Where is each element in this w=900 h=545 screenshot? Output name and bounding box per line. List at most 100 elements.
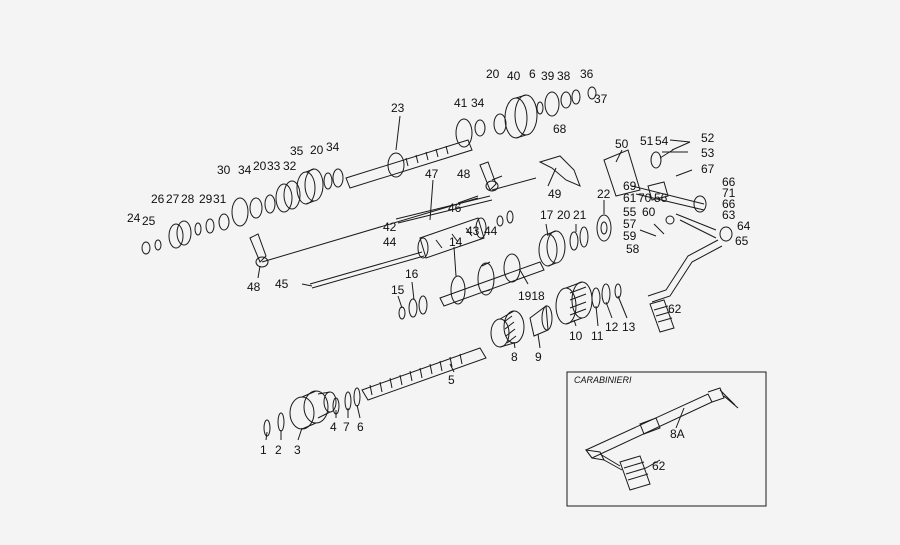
callout-66a: 66 [722, 175, 736, 189]
callout-67: 67 [701, 162, 715, 176]
callout-6b: 6 [529, 67, 536, 81]
callout-44a: 44 [484, 224, 498, 238]
gear-35 [296, 168, 324, 205]
selector-drum [417, 210, 514, 259]
callout-24: 24 [127, 211, 141, 225]
callout-1918: 1918 [518, 289, 545, 303]
synchro-cone-9 [529, 305, 553, 337]
callout-34a: 34 [238, 163, 252, 177]
callout-10: 10 [569, 329, 583, 343]
shift-fork-48-left [249, 233, 269, 268]
gear-lever-62 [647, 239, 723, 333]
callout-39: 39 [541, 69, 555, 83]
callout-16: 16 [405, 267, 419, 281]
callout-38: 38 [557, 69, 571, 83]
callout-7: 7 [343, 420, 350, 434]
callout-13: 13 [622, 320, 636, 334]
gear-8 [490, 310, 525, 348]
callout-46: 46 [448, 201, 462, 215]
callout-58: 58 [626, 242, 640, 256]
callout-3: 3 [294, 443, 301, 457]
callout-56: 56 [654, 191, 668, 205]
callout-2: 2 [275, 443, 282, 457]
callout-43: 43 [466, 224, 480, 238]
callout-40: 40 [507, 69, 521, 83]
callout-33: 33 [267, 159, 281, 173]
shift-mechanism [603, 141, 733, 242]
gear-group-30 [231, 180, 301, 227]
callout-34b: 34 [326, 140, 340, 154]
callout-26: 26 [151, 192, 165, 206]
callout-65: 65 [735, 234, 749, 248]
callout-20d: 20 [486, 67, 500, 81]
callout-27: 27 [166, 192, 180, 206]
bearings-20-22 [569, 214, 612, 251]
shift-fork-49 [538, 155, 581, 187]
callout-28: 28 [181, 192, 195, 206]
callout-21: 21 [573, 208, 587, 222]
callout-34c: 34 [471, 96, 485, 110]
callout-62: 62 [668, 302, 682, 316]
callout-15: 15 [391, 283, 405, 297]
callout-55: 55 [623, 205, 637, 219]
callout-4: 4 [330, 420, 337, 434]
callout-50: 50 [615, 137, 629, 151]
callout-59: 59 [623, 229, 637, 243]
bushes-20-34 [323, 168, 344, 190]
callout-57: 57 [623, 217, 637, 231]
main-shaft [361, 347, 487, 401]
callout-69: 69 [623, 179, 637, 193]
callout-35: 35 [290, 144, 304, 158]
callout-45: 45 [275, 277, 289, 291]
callout-14: 14 [449, 235, 463, 249]
callout-63: 63 [722, 208, 736, 222]
callout-48b: 48 [457, 167, 471, 181]
callout-60: 60 [642, 205, 656, 219]
layshaft-14 [439, 253, 545, 307]
callout-41: 41 [454, 96, 468, 110]
callout-70: 70 [638, 191, 652, 205]
gear-group-26 [168, 213, 230, 249]
washers-15-16 [398, 295, 428, 320]
callout-52: 52 [701, 131, 715, 145]
callout-49: 49 [548, 187, 562, 201]
inset-label-62: 62 [652, 459, 666, 473]
callout-12: 12 [605, 320, 619, 334]
callout-36: 36 [580, 67, 594, 81]
inset-title: CARABINIERI [574, 375, 632, 385]
carabinieri-inset: CARABINIERI 8A 62 [566, 371, 767, 507]
selector-rods [261, 177, 537, 289]
callout-17: 17 [540, 208, 554, 222]
callout-5: 5 [448, 373, 455, 387]
callout-66b: 66 [722, 197, 736, 211]
leader-lines [257, 115, 693, 441]
callout-20a: 20 [557, 208, 571, 222]
callout-9: 9 [535, 350, 542, 364]
callout-54: 54 [655, 134, 669, 148]
callout-6: 6 [357, 420, 364, 434]
callout-47: 47 [425, 167, 439, 181]
callout-37: 37 [594, 92, 608, 106]
callout-25: 25 [142, 214, 156, 228]
callout-20b: 20 [253, 159, 267, 173]
callout-44b: 44 [383, 235, 397, 249]
callout-61: 61 [623, 191, 637, 205]
callout-23: 23 [391, 101, 405, 115]
callout-29: 29 [199, 192, 213, 206]
callout-22: 22 [597, 187, 611, 201]
input-shaft-23 [345, 139, 473, 189]
shift-fork-48-right [479, 161, 499, 192]
callout-8: 8 [511, 350, 518, 364]
callout-53: 53 [701, 146, 715, 160]
upper-gears [455, 86, 597, 148]
callout-64: 64 [737, 219, 751, 233]
callout-71: 71 [722, 186, 736, 200]
callout-42: 42 [383, 220, 397, 234]
inset-label-8a: 8A [670, 427, 685, 441]
sleeve-10 [555, 281, 593, 325]
callout-32: 32 [283, 159, 297, 173]
callout-68: 68 [553, 122, 567, 136]
nut-24-25 [141, 239, 162, 255]
